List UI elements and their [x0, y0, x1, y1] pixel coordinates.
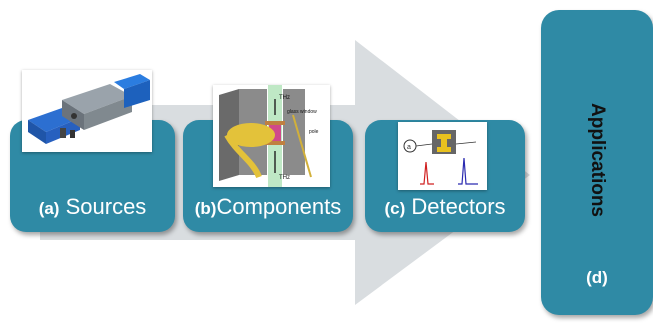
components-label: (b)Components — [183, 194, 353, 220]
detector-a-label: a — [407, 144, 411, 151]
glass-window-label: glass window — [287, 109, 317, 115]
components-name: Components — [216, 194, 342, 219]
thz-bottom-label: THz — [279, 175, 290, 181]
detectors-label: (c) Detectors — [365, 194, 525, 220]
detector-circuit-image: a — [398, 122, 487, 190]
sources-image — [22, 70, 152, 152]
side-label: pole — [309, 129, 319, 135]
sources-name: Sources — [65, 194, 147, 219]
components-letter: (b) — [194, 199, 217, 218]
terahertz-laser-source-image — [22, 70, 152, 152]
applications-letter: (d) — [586, 268, 608, 287]
thz-component-cross-section-image: THz THz glass window pole — [213, 85, 330, 187]
detectors-image: a — [398, 122, 487, 190]
applications-title: Applications — [587, 102, 608, 218]
sources-label: (a) Sources — [10, 194, 175, 220]
components-image: THz THz glass window pole — [213, 85, 330, 187]
thz-top-label: THz — [279, 95, 290, 101]
detectors-name: Detectors — [411, 194, 506, 219]
detectors-letter: (c) — [384, 199, 406, 218]
applications-panel: Applications (d) — [541, 10, 653, 315]
sources-letter: (a) — [38, 199, 60, 218]
